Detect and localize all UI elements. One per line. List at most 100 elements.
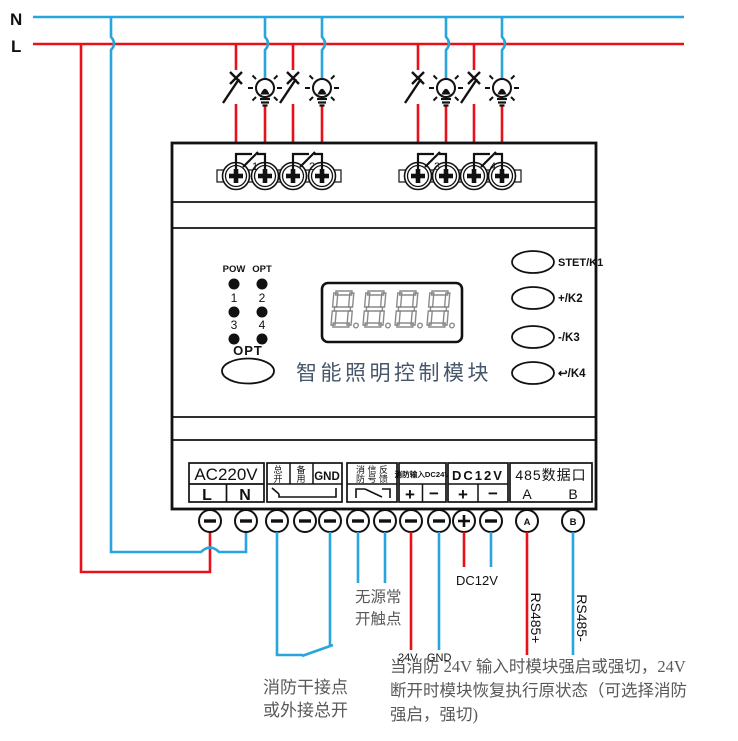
fire-note-line-3: 强启，强切)	[390, 705, 478, 724]
switch-symbol-3	[403, 70, 426, 105]
lamp-symbol-2	[303, 74, 341, 107]
fire-note-line-2: 断开时模块恢复执行原状态（可选择消防	[390, 681, 687, 700]
terminal-spare	[292, 508, 318, 534]
rs485-minus-label: RS485-	[574, 594, 590, 642]
fire-feedback-block: 消 信 反 防 号 馈	[346, 462, 398, 503]
master-label-2: 开	[273, 474, 282, 484]
switch-branch-wires	[234, 44, 476, 142]
module-section-lines	[173, 201, 595, 441]
seven-segment-display	[320, 281, 464, 344]
led1-label: 1	[231, 291, 238, 305]
terminal-feedback-2	[372, 508, 398, 534]
switch-symbol-1	[221, 70, 244, 105]
master-contact-symbol	[271, 487, 337, 498]
led-1	[228, 306, 240, 318]
lamp-branch-wires	[263, 17, 507, 142]
terminal-master	[264, 508, 290, 534]
terminal-l	[197, 508, 223, 534]
button-k4	[511, 361, 555, 385]
relay-num-1: 1	[252, 161, 258, 173]
bottom-terminals: A B	[197, 508, 585, 534]
opt-button	[221, 357, 275, 385]
relay-num-3: 3	[434, 161, 440, 173]
output-terminal-block: 1 2 3 4	[216, 151, 522, 190]
rs485-block: 485数据口 A B	[509, 462, 593, 503]
feedback-header-2: 防 号 馈	[356, 473, 388, 484]
pow-label: POW	[223, 264, 246, 275]
fire-note-line-1: 当消防 24V 输入时模块强启或强切，24V	[390, 657, 686, 676]
dc12v-header: DC12V	[452, 468, 504, 483]
opt-label: OPT	[252, 264, 272, 275]
dc12v-block: DC12V + −	[447, 462, 509, 504]
terminal-dc12-minus	[478, 508, 504, 534]
terminal-gnd	[317, 508, 343, 534]
relay-num-2: 2	[309, 161, 315, 173]
terminal-fire-minus	[426, 508, 452, 534]
gnd-cell-label: GND	[314, 471, 340, 483]
terminal-b-letter: B	[570, 517, 577, 528]
relay-num-4: 4	[490, 161, 496, 173]
neutral-label: N	[10, 10, 22, 29]
fire-minus-label: −	[429, 484, 439, 503]
led2-label: 2	[259, 291, 266, 305]
fire-input-header: 消防输入DC24V	[395, 469, 451, 479]
feedback-header-1: 消 信 反	[356, 464, 388, 475]
button-k2-label: +/K2	[558, 293, 583, 305]
live-label: L	[11, 37, 21, 56]
lamp-symbol-1	[246, 74, 284, 107]
terminal-dc12-plus	[451, 508, 477, 534]
led-2	[256, 306, 268, 318]
led-3	[228, 333, 240, 345]
button-k3-label: -/K3	[558, 332, 580, 344]
led4-label: 4	[259, 318, 266, 332]
spare-label-1: 备	[296, 464, 305, 475]
button-k1-label: STET/K1	[558, 257, 603, 269]
feedback-wiring	[356, 532, 387, 583]
spare-label-2: 用	[296, 474, 305, 484]
rs485-plus-label: RS485+	[528, 593, 544, 644]
ac220v-header: AC220V	[194, 465, 258, 484]
led3-label: 3	[231, 318, 238, 332]
rs485-a-label: A	[522, 486, 532, 502]
ac220v-block: AC220V L N	[188, 462, 265, 504]
opt-button-label: OPT	[233, 343, 263, 358]
fire-dry-contact-wiring	[275, 532, 334, 658]
led-4	[256, 333, 268, 345]
terminal-n	[233, 508, 259, 534]
terminal-a-letter: A	[524, 517, 531, 528]
button-k1	[511, 250, 555, 274]
live-feed-wire	[79, 44, 212, 574]
dry-contact-note-1: 无源常	[355, 588, 402, 606]
feedback-contact-symbol	[355, 488, 391, 498]
button-k4-label: ↩/K4	[558, 368, 586, 380]
gnd-label: GND	[427, 652, 452, 664]
rs485-b-label: B	[568, 486, 577, 502]
dry-contact-note-2: 开触点	[355, 610, 402, 628]
fire-input-block: 消防输入DC24V + −	[395, 462, 451, 504]
lamp-symbol-3	[427, 74, 465, 107]
button-k2	[511, 286, 555, 310]
dc12v-wire-label: DC12V	[456, 573, 498, 588]
opt-led	[256, 278, 268, 290]
fire-contact-note-2: 或外接总开	[263, 701, 348, 720]
terminal-fire-plus	[398, 508, 424, 534]
fire-contact-note-1: 消防干接点	[263, 678, 348, 697]
24v-label: 24V	[398, 652, 418, 664]
terminal-l-label: L	[202, 487, 212, 504]
master-label-1: 总	[273, 464, 282, 475]
pow-led	[228, 278, 240, 290]
neutral-feed-wire	[109, 17, 248, 554]
dc12v-plus-label: +	[458, 485, 468, 504]
master-spare-gnd-block: 总 开 备 用 GND	[266, 462, 343, 503]
terminal-n-label: N	[239, 487, 251, 504]
indicator-leds: POW OPT 1 2 3 4 OPT	[221, 264, 275, 385]
fire-plus-label: +	[405, 485, 415, 504]
terminal-feedback-1	[345, 508, 371, 534]
button-k3	[511, 325, 555, 349]
lamp-symbol-4	[483, 74, 521, 107]
dc12v-minus-label: −	[488, 484, 498, 503]
function-buttons: STET/K1 +/K2 -/K3 ↩/K4	[511, 250, 603, 385]
switch-symbol-4	[459, 70, 482, 105]
